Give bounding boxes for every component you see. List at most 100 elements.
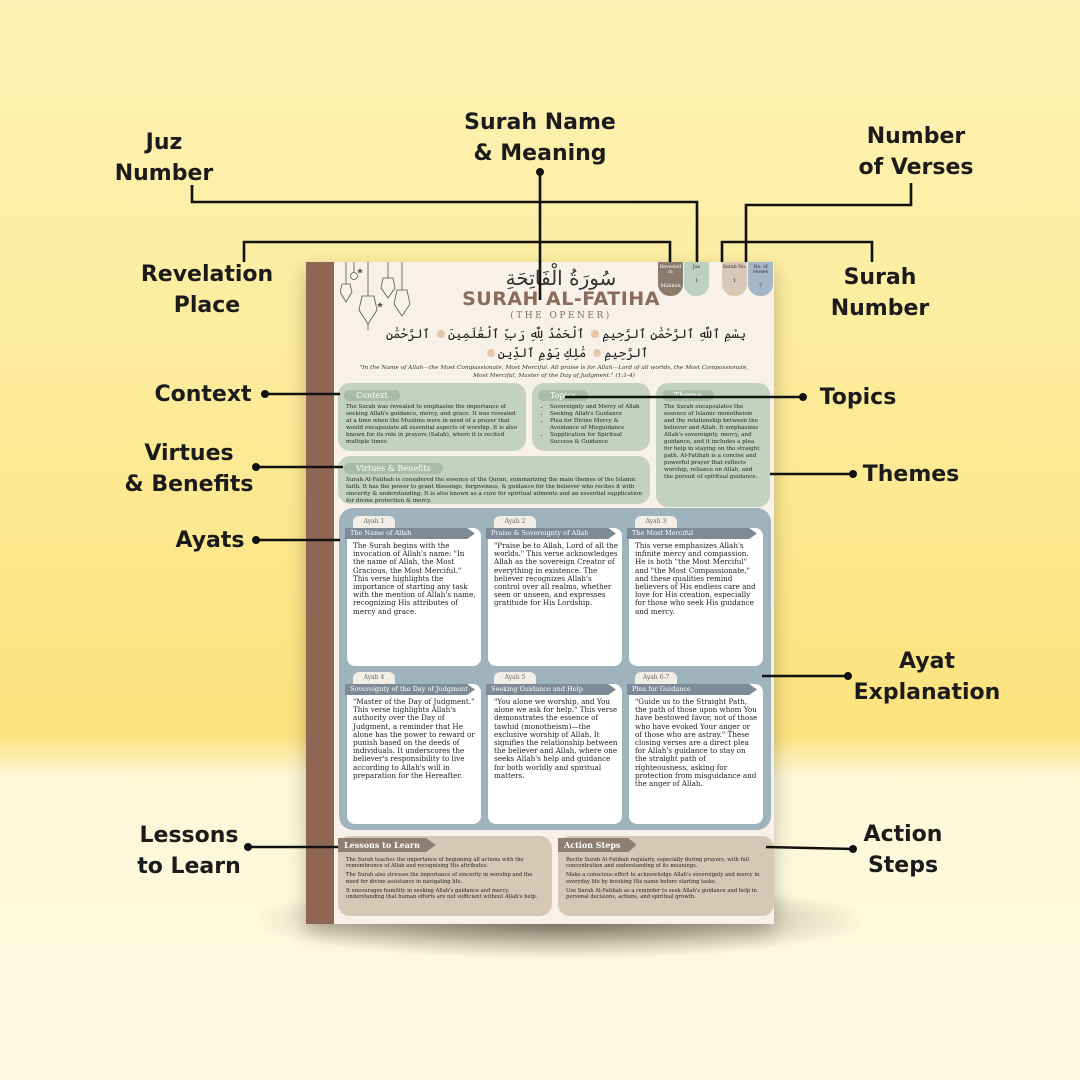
- tab-value: 7: [758, 283, 763, 289]
- lesson-item: It encourages humility in seeking Allah'…: [346, 887, 538, 901]
- ayah-label: Ayah 4: [353, 672, 395, 684]
- info-tabs: Revealed in Makkah Juz 1 Surah No. 1 No. of…: [658, 262, 773, 296]
- action-steps-box: Action Steps Recite Surah Al-Fatihah reg…: [558, 836, 774, 916]
- tab-label: Surah No.: [722, 265, 747, 270]
- callout-surah-number: Surah Number: [830, 265, 930, 321]
- verse-marker-icon: [436, 330, 445, 338]
- virtues-box: Virtues & Benefits Surah Al-Fatihah is c…: [338, 456, 650, 504]
- ayah-card-text: "Praise be to Allah, Lord of all the wor…: [494, 541, 618, 608]
- lessons-title: Lessons to Learn: [338, 838, 436, 852]
- virtues-title: Virtues & Benefits: [344, 463, 443, 474]
- verse-translation: "In the Name of Allah—the Most Compassio…: [359, 365, 749, 379]
- topic-item: Supplication for Spiritual Success & Gui…: [550, 432, 642, 446]
- connector-verses: [744, 183, 913, 262]
- surah-subtitle: (THE OPENER): [510, 311, 612, 321]
- topic-item: Plea for Divine Mercy & Avoidance of Mis…: [550, 418, 642, 432]
- poster-spine: [306, 262, 334, 924]
- callout-number-of-verses: Number of Verses: [858, 124, 974, 180]
- tab-label: Revealed in: [659, 265, 682, 275]
- ayah-card-title: Plea for Guidance: [627, 684, 757, 695]
- tab-revealed-in: Revealed in Makkah: [658, 262, 683, 296]
- ayah-card-title: Sovereignty of the Day of Judgment: [345, 684, 475, 695]
- ayah-card-text: "Master of the Day of Judgment." This ve…: [353, 697, 475, 780]
- action-steps-text: Recite Surah Al-Fatihah regularly, espec…: [558, 855, 774, 905]
- surah-poster: سُورَةُ الْفَاتِحَةِ SURAH AL-FATIHA (TH…: [306, 262, 774, 924]
- action-item: Recite Surah Al-Fatihah regularly, espec…: [566, 857, 749, 870]
- surah-title: SURAH AL-FATIHA: [462, 288, 660, 310]
- callout-ayats: Ayats: [175, 528, 245, 553]
- topics-list: Sovereignty and Mercy of Allah Seeking A…: [532, 402, 650, 446]
- tab-juz: Juz 1: [684, 262, 709, 296]
- ayah-card-text: "Guide us to the Straight Path, the path…: [635, 697, 758, 789]
- action-steps-title: Action Steps: [558, 838, 637, 852]
- virtues-text: Surah Al-Fatihah is considered the essen…: [346, 477, 642, 504]
- theme-title: Theme: [662, 390, 714, 401]
- ayat-panel: Ayah 1 The Name of Allah The Surah begin…: [339, 508, 771, 830]
- connector-juz: [190, 185, 699, 262]
- tab-value: 1: [732, 278, 737, 284]
- arabic-verse-3: ٱلرَّحْمَٰنِ ٱلرَّحِيمِ: [385, 326, 649, 360]
- tab-value: Makkah: [660, 283, 681, 289]
- callout-revelation-place: Revelation Place: [140, 262, 274, 318]
- ayah-card-title: The Most Merciful: [627, 528, 757, 539]
- ayah-card: Ayah 3 The Most Merciful This verse emph…: [627, 516, 763, 666]
- ayah-card: Ayah 4 Sovereignty of the Day of Judgmen…: [345, 672, 481, 824]
- verse-marker-icon: [593, 349, 602, 357]
- callout-virtues: Virtues & Benefits: [124, 441, 254, 497]
- lesson-item: The Surah teaches the importance of begi…: [346, 857, 524, 870]
- callout-lessons: Lessons to Learn: [137, 823, 241, 879]
- theme-text: The Surah encapsulates the essence of Is…: [664, 404, 760, 480]
- ayah-card-text: "You alone we worship, and You alone we …: [494, 697, 618, 780]
- ayah-card-title: Seeking Guidance and Help: [486, 684, 616, 695]
- topics-box: Topics Sovereignty and Mercy of Allah Se…: [532, 383, 650, 451]
- lantern-icon: [340, 262, 411, 330]
- connector-revelation: [242, 240, 672, 262]
- ayah-label: Ayah 3: [635, 516, 677, 528]
- ayah-card-text: The Surah begins with the invocation of …: [353, 541, 476, 616]
- topic-item: Sovereignty and Mercy of Allah: [550, 404, 642, 411]
- theme-box: Theme The Surah encapsulates the essence…: [656, 383, 770, 507]
- tab-label: No. of verses: [753, 265, 768, 275]
- ayah-label: Ayah 2: [494, 516, 536, 528]
- callout-context: Context: [154, 382, 252, 407]
- topic-item: Seeking Allah's Guidance: [550, 411, 642, 418]
- ayah-card-text: This verse emphasizes Allah's infinite m…: [635, 541, 756, 616]
- arabic-verse-1: بِسْمِ ٱللَّهِ ٱلرَّحْمَٰنِ ٱلرَّحِيمِ: [602, 326, 747, 341]
- tab-surah-no: Surah No. 1: [722, 262, 747, 296]
- lessons-box: Lessons to Learn The Surah teaches the i…: [338, 836, 552, 916]
- lessons-text: The Surah teaches the importance of begi…: [338, 855, 552, 905]
- verse-marker-icon: [486, 349, 495, 357]
- connector-action-steps: [765, 845, 854, 851]
- ayah-card: Ayah 6-7 Plea for Guidance "Guide us to …: [627, 672, 763, 824]
- connector-surah-number: [720, 240, 874, 262]
- arabic-verses: بِسْمِ ٱللَّهِ ٱلرَّحْمَٰنِ ٱلرَّحِيمِ ٱ…: [366, 324, 766, 362]
- ayah-card: Ayah 2 Praise & Sovereignty of Allah "Pr…: [486, 516, 622, 666]
- ayah-card: Ayah 1 The Name of Allah The Surah begin…: [345, 516, 481, 666]
- verse-marker-icon: [591, 330, 600, 338]
- ayah-label: Ayah 1: [353, 516, 395, 528]
- arabic-surah-title: سُورَةُ الْفَاتِحَةِ: [505, 266, 617, 290]
- action-item: Make a conscious effort to acknowledge A…: [566, 872, 760, 885]
- callout-topics: Topics: [819, 385, 897, 410]
- topics-title: Topics: [538, 390, 588, 401]
- tab-value: 1: [694, 278, 699, 284]
- tab-label: Juz: [692, 265, 701, 270]
- callout-ayat-explanation: Ayat Explanation: [853, 649, 1001, 705]
- context-title: Context: [344, 390, 400, 401]
- ayah-label: Ayah 5: [494, 672, 536, 684]
- callout-surah-name: Surah Name & Meaning: [464, 110, 616, 166]
- tab-verses: No. of verses 7: [748, 262, 773, 296]
- context-box: Context The Surah was revealed to emphas…: [338, 383, 526, 451]
- arabic-verse-4: مَٰلِكِ يَوْمِ ٱلدِّينِ: [497, 345, 587, 360]
- arabic-verse-2: ٱلْحَمْدُ لِلَّهِ رَبِّ ٱلْعَٰلَمِينَ: [447, 326, 585, 341]
- callout-juz-number: Juz Number: [114, 130, 214, 186]
- ayah-card: Ayah 5 Seeking Guidance and Help "You al…: [486, 672, 622, 824]
- lesson-item: The Surah also stresses the importance o…: [346, 872, 533, 885]
- callout-themes: Themes: [862, 462, 960, 487]
- context-text: The Surah was revealed to emphasize the …: [346, 404, 518, 445]
- action-item: Use Surah Al-Fatihah as a reminder to se…: [566, 887, 757, 901]
- ayah-card-title: The Name of Allah: [345, 528, 475, 539]
- callout-action-steps: Action Steps: [863, 822, 943, 878]
- ayah-card-title: Praise & Sovereignty of Allah: [486, 528, 616, 539]
- ayah-label: Ayah 6-7: [635, 672, 677, 684]
